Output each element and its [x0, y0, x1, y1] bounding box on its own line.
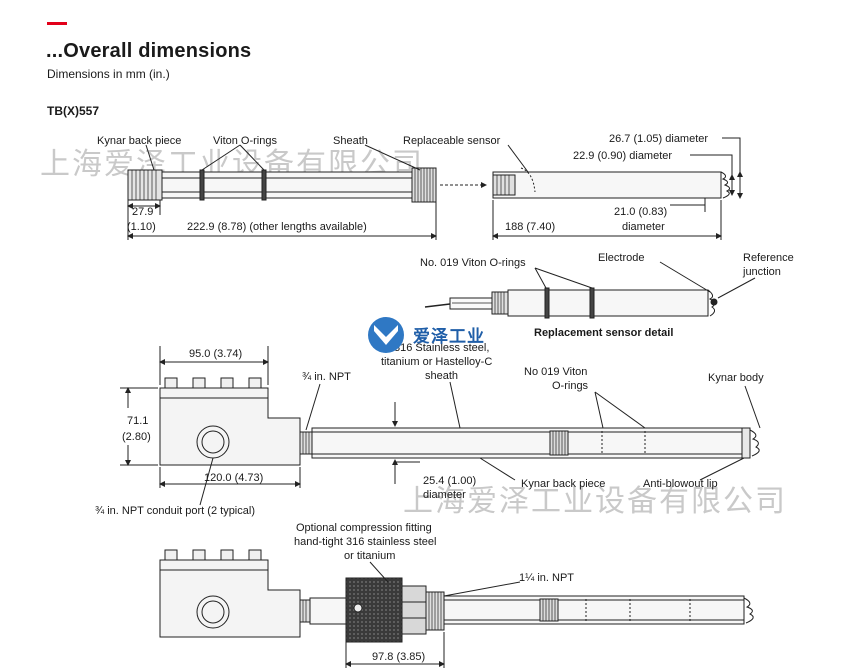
label-fitting-line-3: or titanium [344, 550, 395, 562]
watermark-text-bottom: 上海爱泽工业设备有限公司 [403, 484, 787, 519]
figure-4 [159, 549, 754, 668]
sensor-body [127, 171, 437, 199]
company-logo-icon [368, 317, 404, 353]
dim-2-80: (2.80) [122, 431, 151, 443]
dim-25-4: 25.4 (1.00) [423, 475, 476, 487]
dim-21-0: 21.0 (0.83) [614, 206, 667, 218]
label-anti-blowout-lip: Anti-blowout lip [643, 478, 718, 490]
dim-97-8: 97.8 (3.85) [372, 651, 425, 663]
caption-replacement-sensor: Replacement sensor detail [534, 327, 673, 339]
dim-188: 188 (7.40) [505, 221, 555, 233]
label-conduit-port: ¾ in. NPT conduit port (2 typical) [95, 505, 255, 517]
dim-21-0-diameter: diameter [622, 221, 665, 233]
label-019-orings: No. 019 Viton O-rings [420, 257, 526, 269]
model-label: TB(X)557 [47, 104, 100, 118]
figure-2 [424, 261, 756, 319]
page-title: ...Overall dimensions [46, 40, 252, 62]
dim-1-10: (1.10) [127, 221, 156, 233]
conduit-port-2 [196, 595, 230, 629]
sheath-tube [311, 427, 751, 459]
label-kynar-back-piece: Kynar back piece [97, 135, 181, 147]
junction-box-2 [159, 559, 301, 638]
back-piece-threads [127, 169, 163, 201]
figure-1 [127, 137, 743, 240]
dim-222-9: 222.9 (8.78) (other lengths available) [187, 221, 367, 233]
page-subtitle: Dimensions in mm (in.) [47, 67, 170, 81]
label-fitting-line-1: Optional compression fitting [296, 522, 432, 534]
label-replaceable-sensor: Replaceable sensor [403, 135, 501, 147]
figure-3 [120, 346, 761, 506]
label-dia-outer: 26.7 (1.05) diameter [609, 133, 708, 145]
label-sheath-line-3: sheath [425, 370, 458, 382]
label-sheath-line-2: titanium or Hastelloy-C [381, 356, 492, 368]
sensor-thread-end [411, 167, 437, 203]
dim-95-0: 95.0 (3.74) [189, 348, 242, 360]
label-kynar-body: Kynar body [708, 372, 764, 384]
replacement-sensor-body [507, 289, 709, 317]
label-orings-line-2: O-rings [552, 380, 589, 392]
label-sheath-line-1: 316 Stainless steel, [394, 342, 489, 354]
label-sheath: Sheath [333, 135, 368, 147]
label-dia-inner: 22.9 (0.90) diameter [573, 150, 672, 162]
accent-bar [47, 22, 67, 25]
sensor-tip [720, 171, 731, 199]
label-orings-line-1: No 019 Viton [524, 366, 587, 378]
dim-25-4-diameter: diameter [423, 489, 466, 501]
label-npt-3-4: ¾ in. NPT [302, 371, 351, 383]
label-fitting-line-2: hand-tight 316 stainless steel [294, 536, 436, 548]
dim-120-0: 120.0 (4.73) [204, 472, 263, 484]
dim-27-9: 27.9 [132, 206, 153, 218]
label-viton-orings: Viton O-rings [213, 135, 277, 147]
label-npt-1-1-4: 1¼ in. NPT [519, 572, 574, 584]
junction-box [159, 387, 301, 466]
company-logo-text: 爱泽工业 [413, 327, 485, 347]
dim-71-1: 71.1 [127, 415, 148, 427]
label-electrode: Electrode [598, 252, 644, 264]
label-junction: junction [742, 266, 781, 278]
sensor-tube [492, 171, 722, 199]
label-reference: Reference [743, 252, 794, 264]
oring-1 [199, 169, 205, 201]
oring-2 [261, 169, 267, 201]
label-kynar-back-piece-2: Kynar back piece [521, 478, 605, 490]
